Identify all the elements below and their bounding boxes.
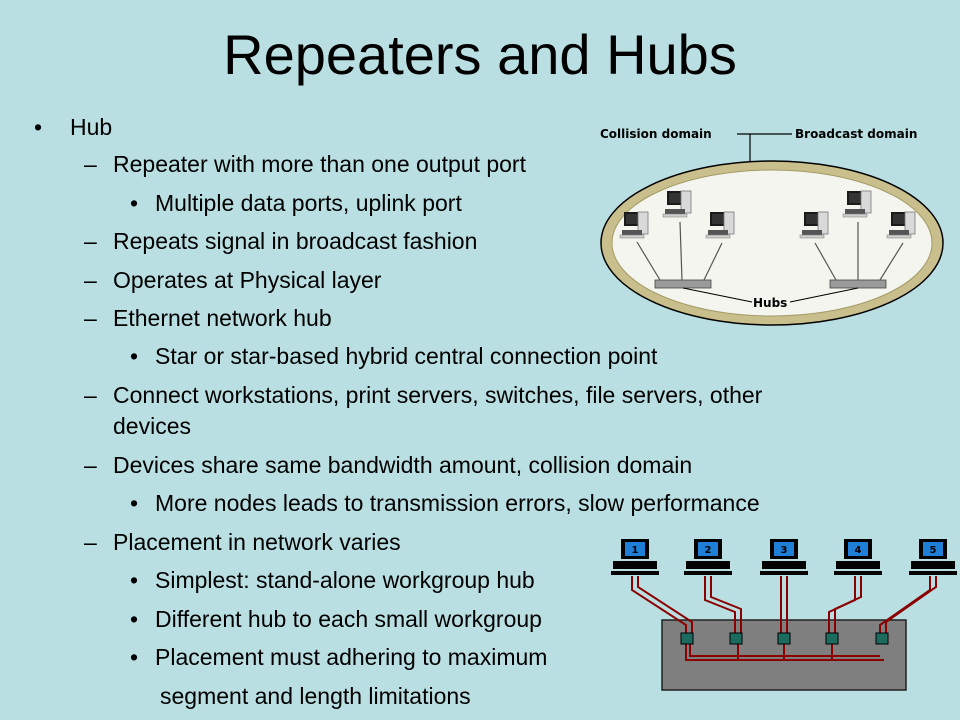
hub-left xyxy=(654,279,712,289)
bullet-text: Ethernet network hub xyxy=(113,305,332,331)
bullet-marker: – xyxy=(84,529,97,555)
computer-icon xyxy=(760,539,808,575)
bullet-text: Operates at Physical layer xyxy=(113,267,382,293)
bullet-marker: – xyxy=(84,228,97,254)
port-number: 5 xyxy=(930,545,937,556)
bullet-text: segment and length limitations xyxy=(160,683,471,709)
port-number: 4 xyxy=(855,545,862,556)
bullet-marker: • xyxy=(130,606,139,632)
computer-icon xyxy=(842,190,872,218)
computer-icon xyxy=(619,211,649,239)
bullet-marker: • xyxy=(130,567,139,593)
computer-icon xyxy=(684,539,732,575)
cable-path xyxy=(631,576,687,640)
computer-icon xyxy=(834,539,882,575)
port-number: 1 xyxy=(632,545,639,556)
computer-icon xyxy=(705,211,735,239)
port-number: 3 xyxy=(781,545,788,556)
bullet-text: Placement must adhering to maximum xyxy=(155,644,548,670)
hub-box xyxy=(661,619,907,691)
bullet-text: devices xyxy=(113,413,191,439)
cable-path xyxy=(834,576,862,640)
port xyxy=(680,632,694,645)
hubs-label: Hubs xyxy=(753,296,787,310)
cable-line xyxy=(814,242,837,281)
bullet-text: Repeats signal in broadcast fashion xyxy=(113,228,478,254)
broadcast-domain-label: Broadcast domain xyxy=(795,127,917,141)
bullet-text: More nodes leads to transmission errors,… xyxy=(155,490,760,516)
cable-path xyxy=(879,576,931,640)
bullet-text: Simplest: stand-alone workgroup hub xyxy=(155,567,535,593)
bullet-marker: • xyxy=(130,490,139,516)
domain-ellipse-inner xyxy=(611,169,933,317)
hubs-pointer-line xyxy=(789,287,859,303)
domain-ellipse-ring xyxy=(600,160,944,326)
computer-icon xyxy=(611,539,659,575)
cable-path xyxy=(704,576,736,640)
bullet-marker: • xyxy=(34,114,43,140)
cable-line xyxy=(703,242,723,281)
bullet-marker: • xyxy=(130,343,139,369)
bullet-text: Multiple data ports, uplink port xyxy=(155,190,462,216)
bullet-marker: • xyxy=(130,644,139,670)
cable-line xyxy=(636,241,661,281)
computer-icon xyxy=(886,211,916,239)
port xyxy=(875,632,889,645)
cable-path xyxy=(689,640,880,657)
cable-path xyxy=(685,640,884,661)
collision-domain-label: Collision domain xyxy=(600,127,712,141)
port xyxy=(729,632,743,645)
ports xyxy=(680,632,889,645)
port xyxy=(825,632,839,645)
label-pointer-dot xyxy=(747,162,753,168)
cable-line xyxy=(679,221,683,281)
computer-icon xyxy=(662,190,692,218)
bullet-marker: – xyxy=(84,452,97,478)
bullet-text: Placement in network varies xyxy=(113,529,401,555)
bullet-marker: – xyxy=(84,267,97,293)
computer-icon xyxy=(799,211,829,239)
port-number: 2 xyxy=(705,545,712,556)
cables xyxy=(631,576,937,661)
bullet-marker: – xyxy=(84,382,97,408)
bullet-marker: – xyxy=(84,305,97,331)
bullet-text: Connect workstations, print servers, swi… xyxy=(113,382,763,408)
bullet-text: Devices share same bandwidth amount, col… xyxy=(113,452,693,478)
hub-right xyxy=(829,279,887,289)
cable-path xyxy=(710,576,742,640)
cable-path xyxy=(885,576,937,640)
bullet-marker: – xyxy=(84,151,97,177)
bullet-text: Hub xyxy=(70,114,113,140)
cable-path xyxy=(828,576,856,640)
slide-title: Repeaters and Hubs xyxy=(223,23,737,86)
cable-line xyxy=(879,242,904,281)
port xyxy=(777,632,791,645)
hubs-pointer-line xyxy=(682,287,753,303)
bullet-text: Star or star-based hybrid central connec… xyxy=(155,343,658,369)
bullet-text: Different hub to each small workgroup xyxy=(155,606,542,632)
computer-icon xyxy=(909,539,957,575)
bullet-text: Repeater with more than one output port xyxy=(113,151,526,177)
bullet-marker: • xyxy=(130,190,139,216)
cable-path xyxy=(637,576,693,640)
